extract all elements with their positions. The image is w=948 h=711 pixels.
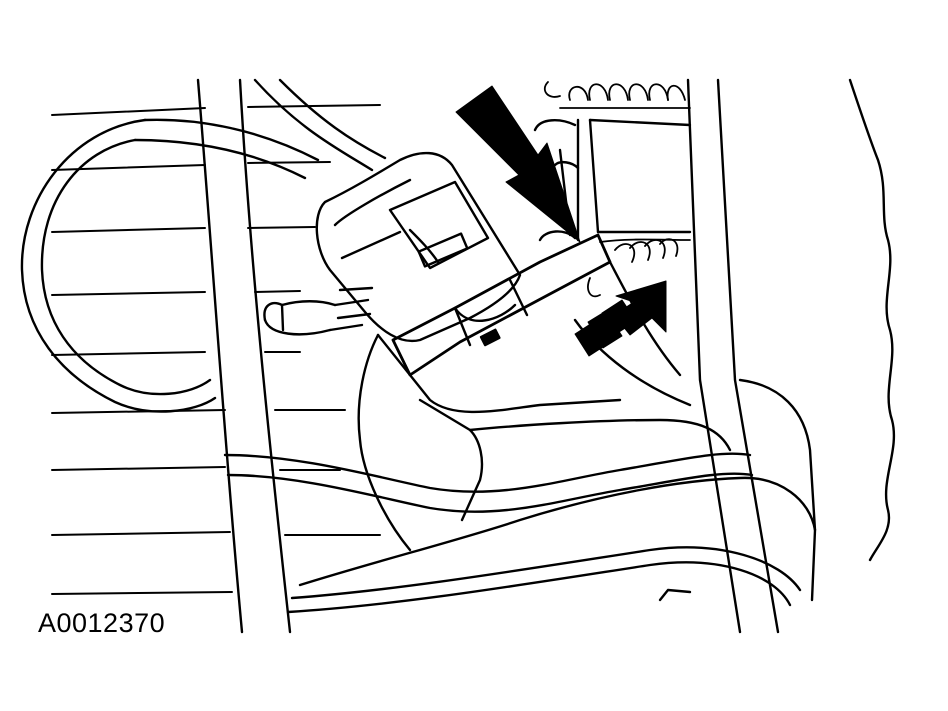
mounting-bracket: [533, 118, 692, 242]
connector-housing: [315, 151, 522, 343]
lower-shroud: [357, 260, 732, 552]
wire-pigtail: [263, 286, 374, 336]
connector-latch: [391, 233, 612, 377]
wire-harness-left: [20, 78, 387, 413]
right-trim-edge: [848, 78, 896, 562]
grille-fins-middle: [247, 104, 381, 536]
main-cable: [223, 452, 754, 513]
callout-arrow-upper: [455, 85, 581, 243]
callout-arrow-lower: [574, 280, 667, 357]
coil-spring-lower: [587, 238, 691, 298]
figure-id-label: A0012370: [38, 608, 166, 638]
vertical-frame-posts: [196, 78, 780, 634]
coil-spring-upper: [543, 81, 691, 109]
lower-bracket: [286, 378, 817, 614]
